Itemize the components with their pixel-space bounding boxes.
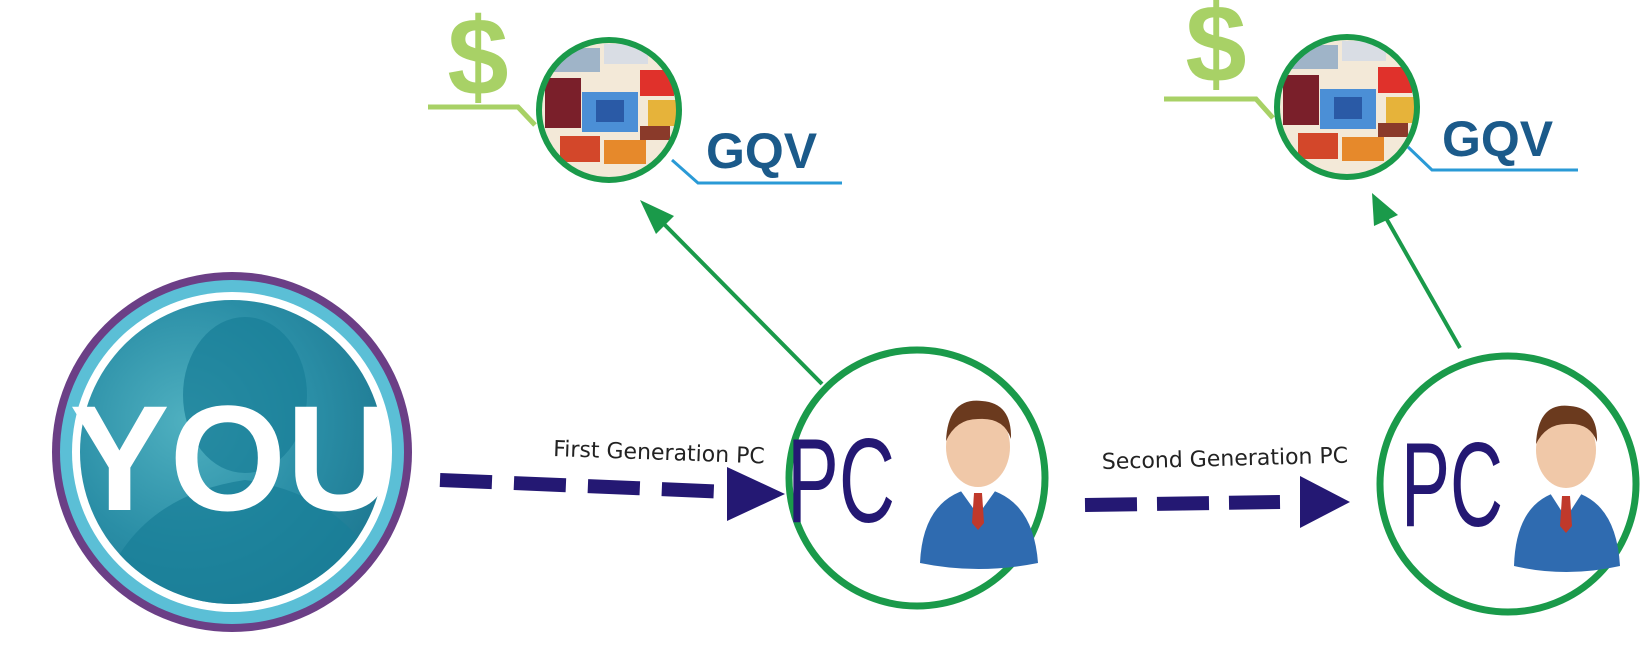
gqv-connector-line [671, 158, 842, 185]
currency-connector-line [428, 104, 537, 127]
arrow-you-to-first-gen [439, 467, 785, 521]
product-ring [1274, 34, 1420, 180]
gqv-connector-line [1406, 145, 1578, 172]
arrow-head-icon [1372, 193, 1398, 226]
product-collage-icon [1279, 39, 1415, 175]
dashed-arrow-shaft [1084, 495, 1281, 512]
dollar-sign-icon: $ [447, 0, 508, 119]
second-generation-label: Second Generation PC [1102, 444, 1349, 475]
arrow-head-icon [1300, 476, 1350, 528]
arrow-head-icon [640, 200, 674, 234]
green-arrow-shaft [1384, 217, 1462, 349]
businessman-icon [1514, 405, 1620, 572]
second-gen-pc-node: PC [1376, 352, 1640, 616]
pc-label: PC [1401, 418, 1503, 552]
you-node: YOU [52, 272, 412, 632]
arrow-head-icon [727, 467, 785, 521]
gqv-label: GQV [1442, 111, 1554, 167]
businessman-icon [920, 400, 1038, 569]
green-arrow-shaft [660, 220, 824, 386]
arrow-first-to-second-gen [1084, 476, 1350, 528]
first-generation-label: First Generation PC [553, 437, 765, 469]
currency-connector-line [1164, 96, 1275, 120]
dollar-sign-icon: $ [1185, 0, 1246, 106]
pc-label: PC [787, 414, 895, 548]
gqv-label: GQV [706, 123, 818, 179]
first-gen-pc-node: PC [785, 346, 1049, 610]
you-label: YOU [69, 374, 394, 542]
product-ring [536, 37, 682, 183]
product-collage-icon [541, 42, 677, 178]
product-group-2: $ GQV [1164, 0, 1578, 180]
arrow-second-gen-to-product [1372, 193, 1462, 349]
dashed-arrow-shaft [439, 473, 731, 499]
arrow-first-gen-to-product [640, 200, 824, 386]
product-group-1: $ GQV [428, 0, 842, 185]
